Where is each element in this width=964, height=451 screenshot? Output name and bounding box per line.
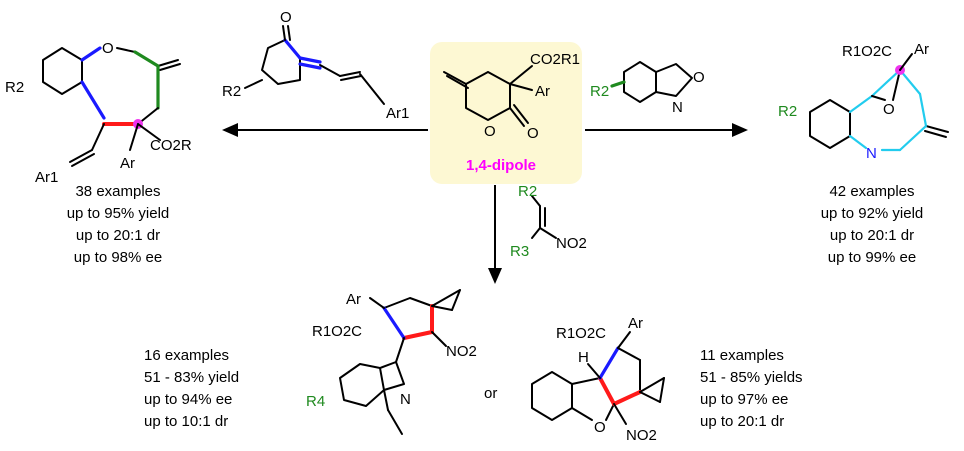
left-product-stats: 38 examples up to 95% yield up to 20:1 d… bbox=[67, 183, 170, 266]
left-reagent-oxygen: O bbox=[280, 9, 292, 26]
or-label: or bbox=[484, 385, 497, 402]
left-stats-3: up to 20:1 dr bbox=[76, 227, 160, 244]
left-product-ar: Ar bbox=[120, 155, 135, 172]
left-stats-2: up to 95% yield bbox=[67, 205, 170, 222]
down-reagent: R2 R3 NO2 bbox=[510, 183, 587, 260]
arrow-right-head bbox=[732, 123, 748, 137]
right-product-ester: R1O2C bbox=[842, 43, 892, 60]
bottom-left-r4: R4 bbox=[306, 393, 325, 410]
bottom-left-stats-4: up to 10:1 dr bbox=[144, 413, 228, 430]
left-stats-4: up to 98% ee bbox=[74, 249, 162, 266]
left-reagent: O R2 Ar1 bbox=[222, 9, 409, 122]
left-product: O R2 Ar1 Ar CO2R bbox=[5, 40, 192, 186]
right-reagent-oxygen: O bbox=[693, 69, 705, 86]
right-product-r2: R2 bbox=[778, 103, 797, 120]
left-product-r2: R2 bbox=[5, 79, 24, 96]
bottom-right-ar: Ar bbox=[628, 315, 643, 332]
right-stats-3: up to 20:1 dr bbox=[830, 227, 914, 244]
down-reagent-r2: R2 bbox=[518, 183, 537, 200]
right-stats-4: up to 99% ee bbox=[828, 249, 916, 266]
center-substrate: O O CO2R1 Ar 1,4-dipole bbox=[430, 42, 582, 184]
bottom-right-ester: R1O2C bbox=[556, 325, 606, 342]
right-stats-1: 42 examples bbox=[829, 183, 914, 200]
bottom-right-oxygen: O bbox=[594, 419, 606, 436]
left-product-oxygen: O bbox=[102, 40, 114, 57]
bottom-left-product: Ar R1O2C NO2 R4 N 16 examples 51 - 83% y… bbox=[144, 289, 477, 435]
reaction-arrows bbox=[222, 123, 748, 284]
center-ester-label: CO2R1 bbox=[530, 51, 580, 68]
arrow-down-head bbox=[488, 268, 502, 284]
right-product: O N R1O2C Ar R2 bbox=[778, 41, 949, 162]
left-reagent-r2: R2 bbox=[222, 83, 241, 100]
center-ring-oxygen: O bbox=[484, 123, 496, 140]
right-product-stats: 42 examples up to 92% yield up to 20:1 d… bbox=[821, 183, 924, 266]
left-stats-1: 38 examples bbox=[75, 183, 160, 200]
right-product-ar: Ar bbox=[914, 41, 929, 58]
left-reagent-ar1: Ar1 bbox=[386, 105, 409, 122]
right-stats-2: up to 92% yield bbox=[821, 205, 924, 222]
bottom-right-nitro: NO2 bbox=[626, 427, 657, 444]
dipole-label: 1,4-dipole bbox=[466, 157, 536, 174]
right-reagent-nitrogen: N bbox=[672, 99, 683, 116]
bottom-right-product: R1O2C Ar H O NO2 11 examples 51 - 85% yi… bbox=[531, 315, 803, 444]
bottom-left-ar: Ar bbox=[346, 291, 361, 308]
bottom-right-stats-3: up to 97% ee bbox=[700, 391, 788, 408]
arrow-left-head bbox=[222, 123, 238, 137]
right-product-oxygen: O bbox=[883, 101, 895, 118]
bottom-left-stats-1: 16 examples bbox=[144, 347, 229, 364]
bottom-left-nitrogen: N bbox=[400, 391, 411, 408]
right-reagent: O N R2 bbox=[590, 61, 705, 116]
left-product-ar1: Ar1 bbox=[35, 169, 58, 186]
down-reagent-nitro: NO2 bbox=[556, 235, 587, 252]
center-aryl-label: Ar bbox=[535, 83, 550, 100]
center-carbonyl-oxygen: O bbox=[527, 125, 539, 142]
bottom-right-h: H bbox=[578, 349, 589, 366]
bottom-right-stats-4: up to 20:1 dr bbox=[700, 413, 784, 430]
bottom-right-stats-1: 11 examples bbox=[700, 347, 784, 364]
bottom-left-nitro: NO2 bbox=[446, 343, 477, 360]
right-product-nitrogen: N bbox=[866, 145, 877, 162]
bottom-left-stats-2: 51 - 83% yield bbox=[144, 369, 239, 386]
right-reagent-r2: R2 bbox=[590, 83, 609, 100]
left-product-ester: CO2R bbox=[150, 137, 192, 154]
dipole-highlight-box bbox=[430, 42, 582, 184]
bottom-left-ester: R1O2C bbox=[312, 323, 362, 340]
bottom-left-stats-3: up to 94% ee bbox=[144, 391, 232, 408]
bottom-right-stats-2: 51 - 85% yields bbox=[700, 369, 803, 386]
down-reagent-r3: R3 bbox=[510, 243, 529, 260]
